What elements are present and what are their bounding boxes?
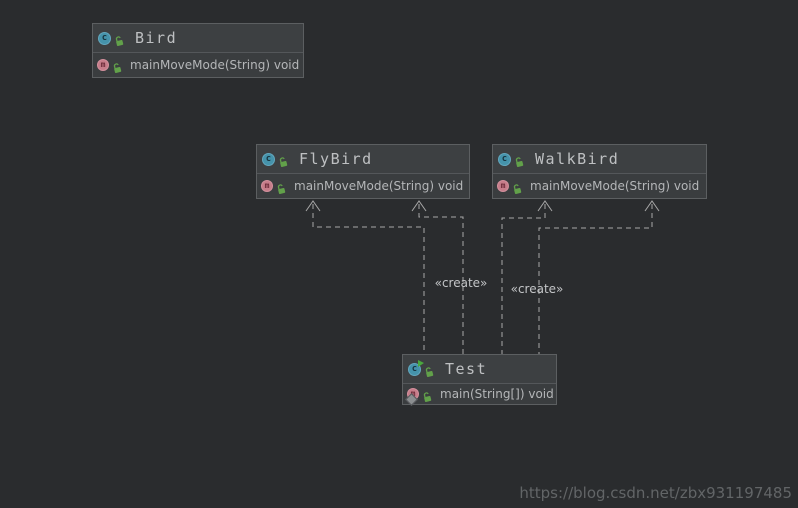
member-label: mainMoveMode(String) void bbox=[294, 179, 464, 193]
unlock-icon bbox=[111, 59, 123, 73]
class-header[interactable]: c WalkBird bbox=[493, 145, 706, 174]
method-icon: m bbox=[97, 59, 109, 71]
run-arrow-icon bbox=[418, 359, 424, 367]
class-node-test[interactable]: c Test m main(String[]) void bbox=[402, 354, 557, 405]
method-icon: m bbox=[497, 180, 509, 192]
edge-test-to-flybird-2[interactable] bbox=[411, 200, 464, 354]
class-header[interactable]: c Bird bbox=[93, 24, 303, 53]
class-name: Bird bbox=[135, 29, 178, 47]
member-label: mainMoveMode(String) void bbox=[130, 58, 300, 72]
edge-label-create-flybird: «create» bbox=[434, 276, 488, 290]
watermark: https://blog.csdn.net/zbx931197485 bbox=[519, 484, 792, 502]
class-node-bird[interactable]: c Bird m mainMoveMode(String) void bbox=[92, 23, 304, 78]
class-name: FlyBird bbox=[299, 150, 373, 168]
class-icon: c bbox=[498, 152, 511, 166]
class-node-walkbird[interactable]: c WalkBird m mainMoveMode(String) void bbox=[492, 144, 707, 199]
unlock-icon bbox=[511, 180, 523, 194]
unlock-icon bbox=[421, 388, 433, 402]
class-name: Test bbox=[445, 360, 488, 378]
edge-test-to-flybird-1[interactable] bbox=[305, 200, 425, 354]
class-node-flybird[interactable]: c FlyBird m mainMoveMode(String) void bbox=[256, 144, 470, 199]
member-row[interactable]: m main(String[]) void bbox=[403, 384, 556, 404]
unlock-icon bbox=[275, 180, 287, 194]
member-label: mainMoveMode(String) void bbox=[530, 179, 700, 193]
unlock-icon bbox=[113, 32, 125, 46]
member-row[interactable]: m mainMoveMode(String) void bbox=[493, 174, 706, 198]
edge-label-create-walkbird: «create» bbox=[510, 282, 564, 296]
class-header[interactable]: c Test bbox=[403, 355, 556, 384]
runnable-class-icon: c bbox=[408, 359, 424, 376]
member-label: main(String[]) void bbox=[440, 387, 554, 401]
class-icon: c bbox=[262, 152, 275, 166]
edge-test-to-walkbird-2[interactable] bbox=[538, 200, 660, 354]
class-icon: c bbox=[98, 31, 111, 45]
unlock-icon bbox=[277, 153, 289, 167]
class-header[interactable]: c FlyBird bbox=[257, 145, 469, 174]
unlock-icon bbox=[513, 153, 525, 167]
method-icon: m bbox=[261, 180, 273, 192]
edge-test-to-walkbird-1[interactable] bbox=[501, 200, 553, 354]
member-row[interactable]: m mainMoveMode(String) void bbox=[93, 53, 303, 77]
member-row[interactable]: m mainMoveMode(String) void bbox=[257, 174, 469, 198]
class-name: WalkBird bbox=[535, 150, 620, 168]
unlock-icon bbox=[423, 363, 435, 377]
